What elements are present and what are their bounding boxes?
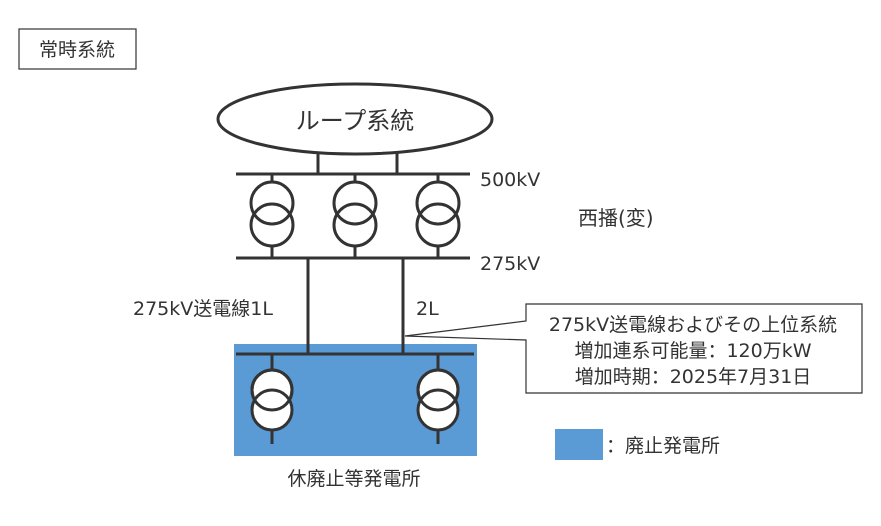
title-text: 常時系統 [39,39,115,61]
bus-500kv-label: 500kV [480,169,540,191]
callout-line-1: 275kV送電線およびその上位系統 [549,314,837,336]
legend-label: ：廃止発電所 [606,435,720,457]
loop-system-label: ループ系統 [296,107,415,135]
callout: 275kV送電線およびその上位系統 増加連系可能量：120万kW 増加時期：20… [404,303,863,394]
substation-name: 西播(変) [578,206,654,230]
plant-transformer [416,354,460,444]
transformer [249,174,295,258]
legend: ：廃止発電所 [555,429,720,460]
plant-label: 休廃止等発電所 [287,468,420,490]
legend-swatch [555,429,603,460]
callout-line-3: 増加時期：2025年7月31日 [575,366,812,388]
line-2l-label: 2L [416,298,439,320]
plant-transformer [250,354,294,444]
loop-system: ループ系統 [216,82,494,156]
line-1l-label: 275kV送電線1L [133,298,273,320]
callout-line-2: 増加連系可能量：120万kW [574,340,811,362]
title-box: 常時系統 [18,28,137,70]
transformer [332,174,378,258]
bus-275kv-label: 275kV [480,253,540,275]
transformer [415,174,461,258]
